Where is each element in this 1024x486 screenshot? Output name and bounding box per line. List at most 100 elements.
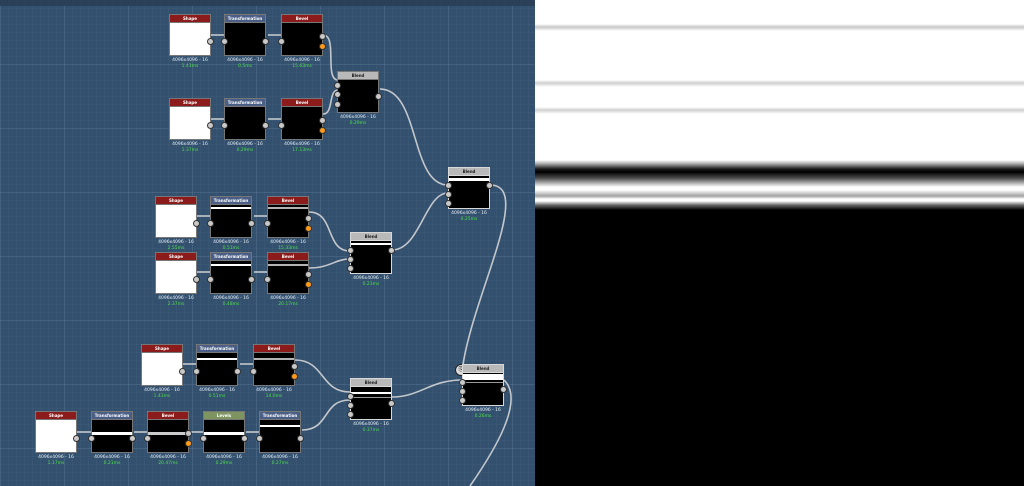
node-resolution: 4096x4096 - 16 <box>227 58 263 63</box>
transformation-node[interactable]: Transformation 2D 4096x4096 - 16 0.51ms <box>193 344 241 399</box>
output-port[interactable] <box>305 281 312 288</box>
node-resolution: 4096x4096 - 16 <box>150 455 186 460</box>
input-port[interactable] <box>207 220 214 227</box>
bevel-node[interactable]: Bevel 4096x4096 - 16 15.33ms <box>264 196 312 251</box>
output-port[interactable] <box>500 386 507 393</box>
node-graph-canvas[interactable]: Shape 4096x4096 - 16 1.43ms Transformati… <box>0 0 535 486</box>
node-thumbnail <box>347 240 395 274</box>
bevel-node[interactable]: Bevel 4096x4096 - 16 15.63ms <box>278 14 326 69</box>
transformation-node[interactable]: Transformation 2D 4096x4096 - 16 0.5ms <box>221 14 269 69</box>
input-port[interactable] <box>256 435 263 442</box>
node-time: 20.47ms <box>158 461 178 466</box>
shape-node[interactable]: Shape 4096x4096 - 16 1.43ms <box>169 14 214 69</box>
blend-node-selected[interactable]: Blend 4096x4096 - 16 0.26ms <box>459 364 507 419</box>
bevel-node[interactable]: Bevel 4096x4096 - 16 17.13ms <box>278 98 326 153</box>
output-port[interactable] <box>207 38 214 45</box>
node-thumbnail <box>256 419 304 453</box>
output-port[interactable] <box>319 33 326 40</box>
transformation-node[interactable]: Transformation 2D 4096x4096 - 16 0.27ms <box>256 411 304 466</box>
output-port[interactable] <box>241 435 248 442</box>
2d-preview-view[interactable] <box>535 0 1024 486</box>
output-port[interactable] <box>262 38 269 45</box>
output-port[interactable] <box>248 276 255 283</box>
output-port[interactable] <box>262 122 269 129</box>
node-resolution: 4096x4096 - 16 <box>206 455 242 460</box>
input-port[interactable] <box>221 38 228 45</box>
output-port[interactable] <box>179 368 186 375</box>
input-port[interactable] <box>445 191 452 198</box>
input-port[interactable] <box>334 82 341 89</box>
transformation-node[interactable]: Transformation 2D 4096x4096 - 16 0.48ms <box>207 252 255 307</box>
input-port[interactable] <box>347 393 354 400</box>
node-title: Bevel <box>147 411 189 419</box>
output-port[interactable] <box>129 435 136 442</box>
output-port[interactable] <box>193 220 200 227</box>
node-title: Shape <box>155 252 197 260</box>
input-port[interactable] <box>88 435 95 442</box>
output-port[interactable] <box>319 43 326 50</box>
output-port[interactable] <box>193 276 200 283</box>
output-port[interactable] <box>305 225 312 232</box>
output-port[interactable] <box>319 117 326 124</box>
output-port[interactable] <box>185 440 192 447</box>
bevel-node[interactable]: Bevel 4096x4096 - 16 14.0ms <box>250 344 298 399</box>
input-port[interactable] <box>278 38 285 45</box>
input-port[interactable] <box>200 435 207 442</box>
shape-node[interactable]: Shape 4096x4096 - 16 1.37ms <box>169 98 214 153</box>
input-port[interactable] <box>347 411 354 418</box>
shape-node[interactable]: Shape 4096x4096 - 16 2.37ms <box>155 252 200 307</box>
input-port[interactable] <box>459 379 466 386</box>
output-port[interactable] <box>185 430 192 437</box>
input-port[interactable] <box>347 256 354 263</box>
shape-node[interactable]: Shape 4096x4096 - 16 1.43ms <box>141 344 186 399</box>
transformation-node[interactable]: Transformation 2D 4096x4096 - 16 0.21ms <box>88 411 136 466</box>
node-title: Blend <box>337 71 379 79</box>
bevel-node[interactable]: Bevel 4096x4096 - 16 20.17ms <box>264 252 312 307</box>
blend-node[interactable]: Blend 4096x4096 - 16 0.23ms <box>347 232 395 287</box>
input-port[interactable] <box>334 91 341 98</box>
shape-node[interactable]: Shape 4096x4096 - 16 1.17ms <box>35 411 80 466</box>
blend-node[interactable]: Blend 4096x4096 - 16 0.37ms <box>347 378 395 433</box>
input-port[interactable] <box>347 402 354 409</box>
input-port[interactable] <box>459 397 466 404</box>
transformation-node[interactable]: Transformation 2D 4096x4096 - 16 0.29ms <box>221 98 269 153</box>
node-thumbnail <box>278 22 326 56</box>
output-port[interactable] <box>305 215 312 222</box>
output-port[interactable] <box>486 182 493 189</box>
output-port[interactable] <box>297 435 304 442</box>
blend-node[interactable]: Blend 4096x4096 - 16 0.25ms <box>445 167 493 222</box>
input-port[interactable] <box>264 276 271 283</box>
node-time: 15.63ms <box>292 64 312 69</box>
input-port[interactable] <box>347 265 354 272</box>
output-port[interactable] <box>234 368 241 375</box>
output-port[interactable] <box>73 435 80 442</box>
input-port[interactable] <box>278 122 285 129</box>
bevel-node[interactable]: Bevel 4096x4096 - 16 20.47ms <box>144 411 192 466</box>
output-port[interactable] <box>291 373 298 380</box>
blend-node[interactable]: Blend 4096x4096 - 16 0.29ms <box>334 71 382 126</box>
output-port[interactable] <box>291 363 298 370</box>
levels-node[interactable]: Levels 4096x4096 - 16 0.29ms <box>200 411 248 466</box>
output-port[interactable] <box>388 247 395 254</box>
output-port[interactable] <box>319 127 326 134</box>
node-resolution: 4096x4096 - 16 <box>158 296 194 301</box>
input-port[interactable] <box>445 182 452 189</box>
transformation-node[interactable]: Transformation 2D 4096x4096 - 16 0.51ms <box>207 196 255 251</box>
output-port[interactable] <box>375 93 382 100</box>
shape-node[interactable]: Shape 4096x4096 - 16 2.55ms <box>155 196 200 251</box>
output-port[interactable] <box>248 220 255 227</box>
output-port[interactable] <box>207 122 214 129</box>
input-port[interactable] <box>193 368 200 375</box>
input-port[interactable] <box>144 435 151 442</box>
input-port[interactable] <box>221 122 228 129</box>
output-port[interactable] <box>388 400 395 407</box>
input-port[interactable] <box>207 276 214 283</box>
input-port[interactable] <box>334 101 341 108</box>
input-port[interactable] <box>264 220 271 227</box>
input-port[interactable] <box>459 388 466 395</box>
input-port[interactable] <box>250 368 257 375</box>
input-port[interactable] <box>445 200 452 207</box>
input-port[interactable] <box>347 247 354 254</box>
output-port[interactable] <box>305 271 312 278</box>
node-thumbnail <box>445 175 493 209</box>
